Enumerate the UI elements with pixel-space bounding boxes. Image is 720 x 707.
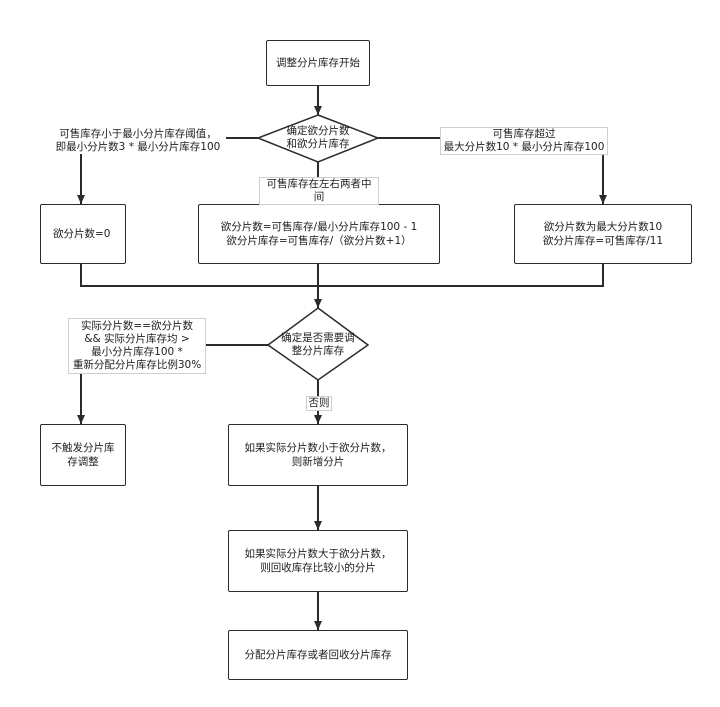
middle-result-node: 欲分片数=可售库存/最小分片库存100 - 1 欲分片库存=可售库存/（欲分片数… xyxy=(198,204,440,264)
add-shards-node: 如果实际分片数小于欲分片数， 则新增分片 xyxy=(228,424,408,486)
start-node: 调整分片库存开始 xyxy=(266,40,370,86)
right-condition-label: 可售库存超过 最大分片数10 * 最小分片库存100 xyxy=(440,127,608,155)
final-node: 分配分片库存或者回收分片库存 xyxy=(228,630,408,680)
else-label: 否则 xyxy=(306,396,332,411)
left-result-node: 欲分片数=0 xyxy=(40,204,126,264)
decision1-text: 确定欲分片数 和欲分片库存 xyxy=(286,125,350,150)
middle-condition-label: 可售库存在左右两者中间 xyxy=(259,177,379,205)
left-condition-label: 可售库存小于最小分片库存阈值， 即最小分片数3 * 最小分片库存100 xyxy=(50,128,226,154)
right-result-node: 欲分片数为最大分片数10 欲分片库存=可售库存/11 xyxy=(514,204,692,264)
no-adjust-condition-label: 实际分片数==欲分片数 && 实际分片库存均 > 最小分片库存100 * 重新分… xyxy=(68,318,206,374)
edge-left-to-merge xyxy=(80,264,604,287)
recycle-shards-node: 如果实际分片数大于欲分片数， 则回收库存比较小的分片 xyxy=(228,530,408,592)
no-adjust-node: 不触发分片库 存调整 xyxy=(40,424,126,486)
decision2-text: 确定是否需要调 整分片库存 xyxy=(281,332,355,357)
decision-shape-2 xyxy=(266,307,370,381)
decision-shape-1 xyxy=(255,114,381,163)
